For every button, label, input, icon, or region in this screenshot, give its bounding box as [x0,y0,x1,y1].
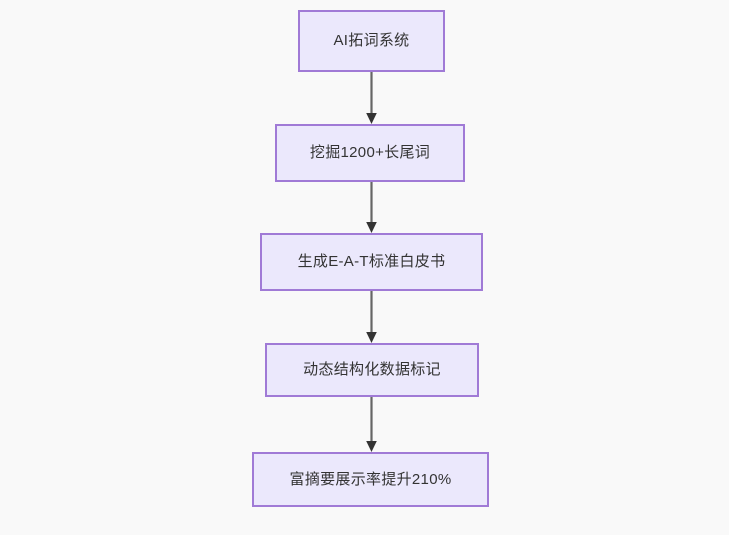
flow-node-label: 挖掘1200+长尾词 [309,144,431,161]
flow-node-rich-snippet-result[interactable]: 富摘要展示率提升210% [252,452,489,507]
flow-edge-n1-n2 [363,72,380,124]
flow-node-ai-keyword-system[interactable]: AI拓词系统 [298,10,445,72]
flow-node-structured-data-markup[interactable]: 动态结构化数据标记 [265,343,479,397]
flow-node-eat-whitepaper[interactable]: 生成E-A-T标准白皮书 [260,233,483,291]
arrowhead-icon [366,441,377,452]
flow-edge-n2-n3 [363,182,380,233]
flow-node-label: 动态结构化数据标记 [303,361,441,378]
flow-node-label: AI拓词系统 [333,32,410,49]
flow-edge-n4-n5 [363,397,380,452]
flow-node-label: 生成E-A-T标准白皮书 [297,253,446,270]
arrowhead-icon [366,332,377,343]
flow-node-longtail-mining[interactable]: 挖掘1200+长尾词 [275,124,465,182]
flow-edge-n3-n4 [363,291,380,343]
flow-node-label: 富摘要展示率提升210% [289,470,452,488]
arrowhead-icon [366,222,377,233]
arrowhead-icon [366,113,377,124]
